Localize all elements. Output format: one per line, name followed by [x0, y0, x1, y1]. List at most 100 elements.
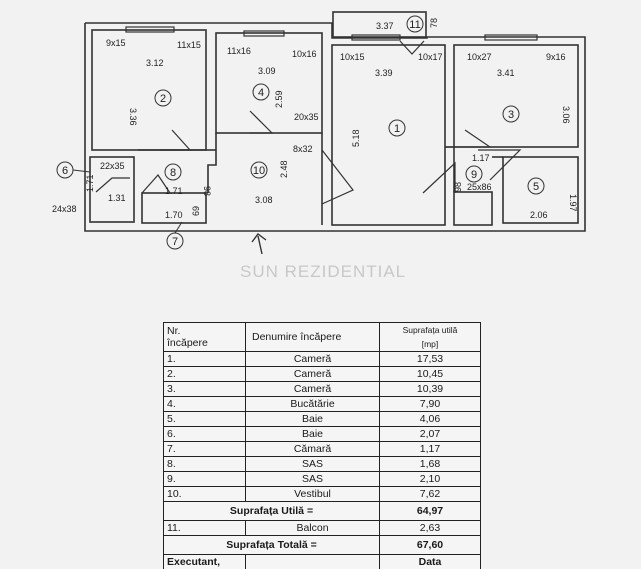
cell-area: 1,68: [380, 457, 481, 472]
dim-text: 1.70: [165, 210, 183, 220]
cell-nr: 7.: [164, 442, 246, 457]
cell-name: Cameră: [246, 382, 380, 397]
dim-text: 10x15: [340, 52, 365, 62]
table-row: 9. SAS 2,10: [164, 472, 481, 487]
total-area-value: 67,60: [380, 536, 481, 555]
cell-name: Bucătărie: [246, 397, 380, 412]
room-label-9: 9: [471, 169, 477, 181]
dim-text: 1.17: [472, 153, 490, 163]
cell-nr: 1.: [164, 352, 246, 367]
footer-spacer: [246, 555, 380, 569]
cell-name: SAS: [246, 457, 380, 472]
dim-text: 10x17: [418, 52, 443, 62]
table-row: 10. Vestibul 7,62: [164, 487, 481, 502]
dim-text: 3.08: [255, 195, 273, 205]
table-row: 4. Bucătărie 7,90: [164, 397, 481, 412]
dim-text: 2.59: [274, 90, 284, 108]
room-label-3: 3: [508, 109, 514, 121]
useful-area-value: 64,97: [380, 502, 481, 521]
dim-text: 98: [202, 186, 212, 196]
area-table: Nr. încăpere Denumire încăpere Suprafața…: [163, 322, 481, 569]
cell-nr: 10.: [164, 487, 246, 502]
footer-row: Executant, Data: [164, 555, 481, 569]
room-label-10: 10: [253, 165, 265, 177]
cell-nr: 9.: [164, 472, 246, 487]
table-row: 2. Cameră 10,45: [164, 367, 481, 382]
table-row: 5. Baie 4,06: [164, 412, 481, 427]
dim-text: 98: [453, 182, 463, 192]
cell-name: Cameră: [246, 352, 380, 367]
dim-text: 1.31: [108, 193, 126, 203]
dim-text: 1.97: [568, 194, 578, 212]
useful-area-label: Suprafața Utilă =: [164, 502, 380, 521]
total-area-row: Suprafața Totală = 67,60: [164, 536, 481, 555]
dim-text: 1.71: [85, 174, 95, 192]
useful-area-row: Suprafața Utilă = 64,97: [164, 502, 481, 521]
header-nr-line2: încăpere: [167, 337, 208, 349]
header-name: Denumire încăpere: [246, 323, 380, 352]
room-label-5: 5: [533, 181, 539, 193]
footer-executant: Executant,: [164, 555, 246, 569]
footer-data: Data: [380, 555, 481, 569]
dim-text: 9x16: [546, 52, 566, 62]
cell-name: Balcon: [246, 521, 380, 536]
dim-text: 25x86: [467, 182, 492, 192]
header-nr-line1: Nr.: [167, 325, 180, 337]
room-label-6: 6: [62, 165, 68, 177]
room-label-4: 4: [258, 87, 264, 99]
cell-area: 1,17: [380, 442, 481, 457]
dim-text: 78: [429, 18, 439, 28]
balcony-row: 11. Balcon 2,63: [164, 521, 481, 536]
header-area-line1: Suprafața utilă: [403, 325, 458, 335]
cell-nr: 11.: [164, 521, 246, 536]
cell-area: 2,07: [380, 427, 481, 442]
cell-name: Baie: [246, 427, 380, 442]
room-label-1: 1: [394, 123, 400, 135]
room-label-8: 8: [170, 167, 176, 179]
total-area-label: Suprafața Totală =: [164, 536, 380, 555]
cell-nr: 3.: [164, 382, 246, 397]
dim-text: 5.18: [351, 129, 361, 147]
header-area: Suprafața utilă [mp]: [380, 323, 481, 352]
cell-area: 4,06: [380, 412, 481, 427]
dim-text: 69: [191, 206, 201, 216]
cell-nr: 8.: [164, 457, 246, 472]
cell-area: 10,39: [380, 382, 481, 397]
watermark: SUN REZIDENTIAL: [240, 262, 406, 282]
cell-name: SAS: [246, 472, 380, 487]
cell-name: Vestibul: [246, 487, 380, 502]
header-area-line2: [mp]: [422, 339, 439, 349]
dim-text: 3.12: [146, 58, 164, 68]
dim-text: 10x27: [467, 52, 492, 62]
floor-plan: 11 2 4 1 3 8 10 6 9 5 7 3.37 78 9x15 3.1…: [0, 0, 641, 300]
table-row: 7. Cămară 1,17: [164, 442, 481, 457]
dim-text: 10x16: [292, 49, 317, 59]
table-row: 8. SAS 1,68: [164, 457, 481, 472]
dim-text: 3.36: [128, 108, 138, 126]
dim-text: 11x15: [177, 40, 201, 50]
table-row: 6. Baie 2,07: [164, 427, 481, 442]
cell-area: 7,90: [380, 397, 481, 412]
cell-name: Cameră: [246, 367, 380, 382]
table-row: 1. Cameră 17,53: [164, 352, 481, 367]
cell-area: 2,10: [380, 472, 481, 487]
cell-nr: 4.: [164, 397, 246, 412]
dim-text: 3.06: [561, 106, 571, 124]
dim-text: 11x16: [227, 46, 251, 56]
header-nr: Nr. încăpere: [164, 323, 246, 352]
cell-nr: 6.: [164, 427, 246, 442]
dim-text: 8x32: [293, 144, 313, 154]
dim-text: 3.41: [497, 68, 515, 78]
dim-text: 24x38: [52, 204, 77, 214]
room-label-11: 11: [409, 19, 420, 31]
dim-text: 22x35: [100, 161, 125, 171]
dim-text: 3.09: [258, 66, 276, 76]
dim-text: 9x15: [106, 38, 126, 48]
cell-name: Cămară: [246, 442, 380, 457]
cell-nr: 2.: [164, 367, 246, 382]
room-label-2: 2: [160, 93, 166, 105]
dim-text: 2.06: [530, 210, 548, 220]
cell-name: Baie: [246, 412, 380, 427]
cell-nr: 5.: [164, 412, 246, 427]
table-row: 3. Cameră 10,39: [164, 382, 481, 397]
